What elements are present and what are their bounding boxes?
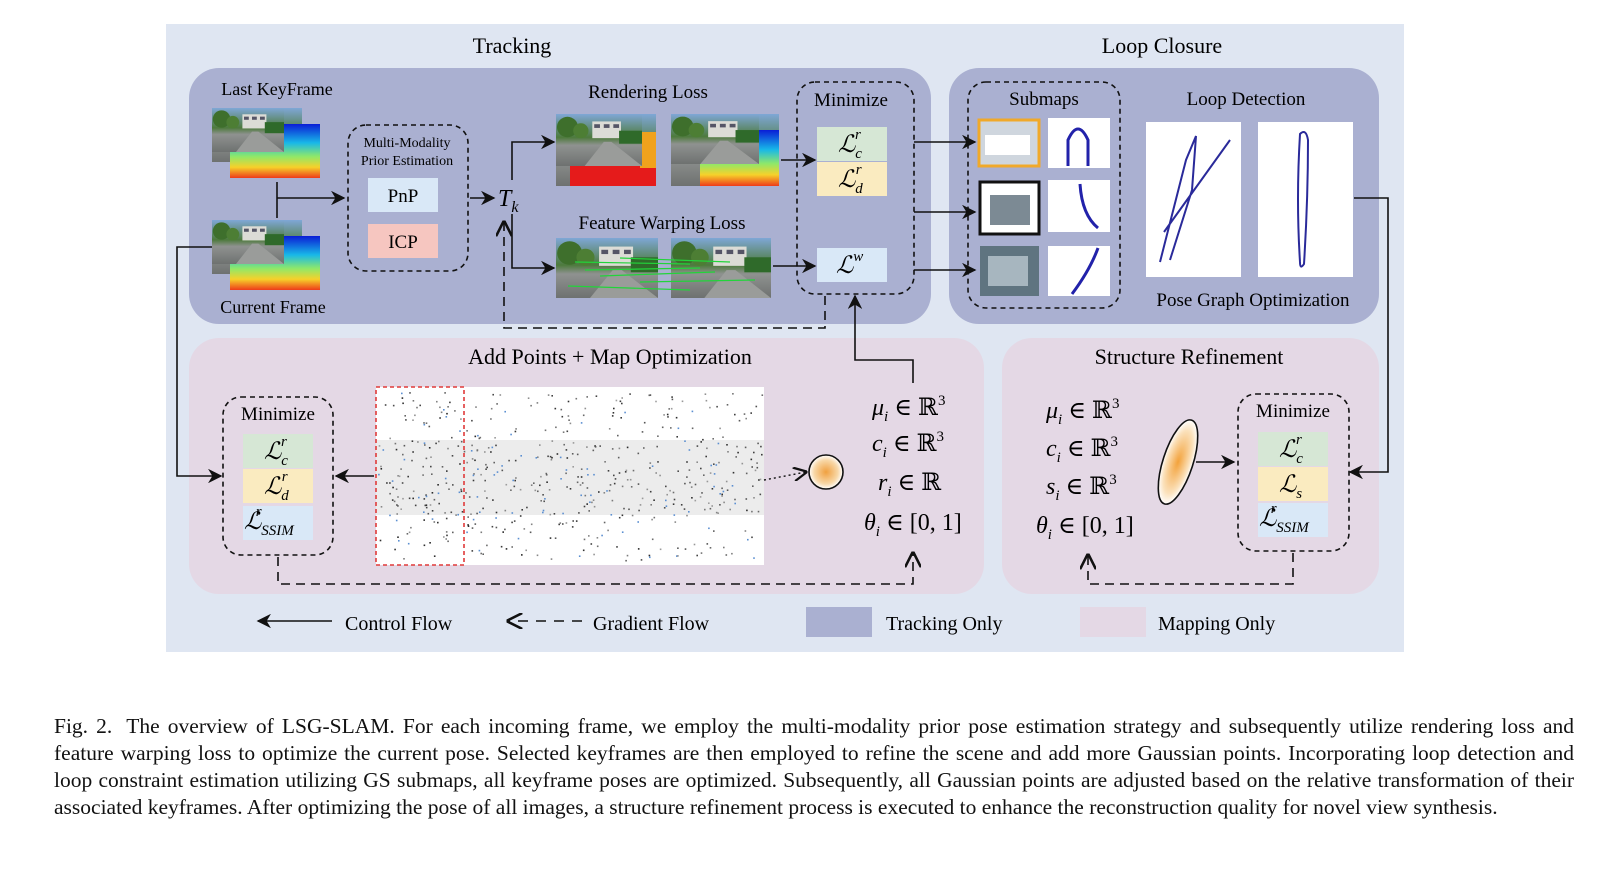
mapping-minimize-label: Minimize (241, 404, 315, 425)
structure-refinement-title: Structure Refinement (1095, 344, 1284, 369)
refinement-param-c: ci∈ ℝ3 (1046, 434, 1118, 466)
refinement-minimize-box (1237, 393, 1350, 552)
submaps-label: Submaps (1009, 89, 1079, 110)
tracking-color-loss-box (817, 127, 887, 161)
caption-text: The overview of LSG-SLAM. For each incom… (54, 714, 1574, 819)
pose-to-warping-arrow (511, 214, 556, 276)
tracking-title: Tracking (473, 33, 552, 58)
icp-label: ICP (388, 232, 418, 253)
pose-to-rendering-arrow (511, 134, 556, 180)
refinement-param-mu: μi∈ ℝ3 (1045, 396, 1119, 428)
gaussian-ellipsoid-icon (1157, 419, 1199, 505)
mapping-depth-loss: ℒdr (264, 469, 289, 504)
tracking-depth-loss: ℒdr (838, 162, 863, 197)
tracking-gradient-flow (504, 222, 826, 329)
mapping-only-label: Mapping Only (1158, 613, 1275, 635)
refinement-scale-loss: ℒs (1279, 472, 1302, 502)
mapping-params: μi∈ ℝ3 ci∈ ℝ3 ri∈ ℝ θi∈ [0, 1] (864, 393, 962, 540)
refinement-color-loss-box (1258, 432, 1328, 466)
mapping-minimize-box (222, 396, 334, 556)
refinement-param-s: si∈ ℝ3 (1046, 472, 1117, 504)
feature-warping-loss-label: Feature Warping Loss (579, 213, 746, 234)
pnp-box (368, 178, 438, 212)
frame-to-mapping-arrow (176, 246, 223, 484)
add-points-title: Add Points + Map Optimization (468, 344, 752, 369)
gradient-flow-legend-label: Gradient Flow (593, 613, 710, 635)
prior-estimation-label-line1: Multi-Modality (363, 136, 450, 151)
gaussian-point-icon (808, 454, 844, 490)
control-flow-legend-label: Control Flow (345, 613, 453, 635)
rendering-loss-images (556, 114, 779, 186)
tracking-only-label: Tracking Only (886, 613, 1002, 635)
refinement-minimize-label: Minimize (1256, 401, 1330, 422)
pose-symbol: Tk (498, 186, 519, 216)
mapping-depth-loss-box (243, 469, 313, 503)
mapping-color-loss-box (243, 434, 313, 468)
caption-label: Fig. 2. (54, 714, 113, 738)
loop-closure-title: Loop Closure (1102, 33, 1222, 58)
tracking-color-loss: ℒcr (838, 127, 862, 162)
loop-detection-trajectories (1146, 122, 1353, 277)
mapping-param-mu: μi∈ ℝ3 (871, 393, 945, 425)
pnp-label: PnP (388, 186, 419, 207)
submaps-box (967, 81, 1121, 309)
tracking-warp-loss-box (817, 248, 887, 282)
refinement-color-loss: ℒcr (1279, 432, 1303, 467)
refinement-scale-loss-box (1258, 467, 1328, 501)
mapping-ssim-loss: ℒSSIMr (244, 504, 295, 539)
rendering-loss-label: Rendering Loss (588, 82, 708, 103)
refinement-gradient-flow (1088, 553, 1294, 585)
point-cloud-image (375, 386, 764, 566)
mapping-ssim-loss-box (243, 506, 313, 540)
mapping-color-loss: ℒcr (264, 434, 288, 469)
prior-estimation-box (347, 124, 469, 272)
figure-caption: Fig. 2.The overview of LSG-SLAM. For eac… (54, 713, 1574, 821)
cloud-to-gaussian-dotted (763, 472, 806, 480)
tracking-warp-loss: ℒw (836, 249, 863, 279)
tracking-minimize-box (796, 81, 915, 295)
lsg-slam-overview-figure: Tracking Loop Closure Last KeyFrame Curr… (166, 24, 1404, 652)
tracking-minimize-label: Minimize (814, 90, 888, 111)
prior-estimation-label-line2: Prior Estimation (361, 154, 453, 169)
params-to-tracking-arrow (847, 294, 914, 383)
feature-warping-images (556, 238, 771, 298)
tracking-only-swatch (806, 607, 872, 637)
mapping-only-swatch (1080, 607, 1146, 637)
refinement-ssim-loss-box (1258, 503, 1328, 537)
mapping-param-theta: θi∈ [0, 1] (864, 510, 962, 540)
refinement-ssim-loss: ℒSSIMr (1259, 501, 1310, 536)
loop-to-refinement-arrow (1348, 197, 1389, 480)
mapping-param-r: ri∈ ℝ (878, 470, 942, 500)
pose-graph-label: Pose Graph Optimization (1156, 290, 1350, 311)
icp-box (368, 224, 438, 258)
refinement-params: μi∈ ℝ3 ci∈ ℝ3 si∈ ℝ3 θi∈ [0, 1] (1036, 396, 1134, 543)
mapping-param-c: ci∈ ℝ3 (872, 429, 944, 461)
refinement-param-theta: θi∈ [0, 1] (1036, 513, 1134, 543)
loop-detection-label: Loop Detection (1187, 89, 1306, 110)
last-keyframe-label: Last KeyFrame (221, 79, 332, 99)
mapping-gradient-flow (277, 553, 913, 585)
tracking-depth-loss-box (817, 162, 887, 196)
submap-thumbnails (977, 118, 1110, 296)
current-frame-label: Current Frame (220, 297, 325, 317)
